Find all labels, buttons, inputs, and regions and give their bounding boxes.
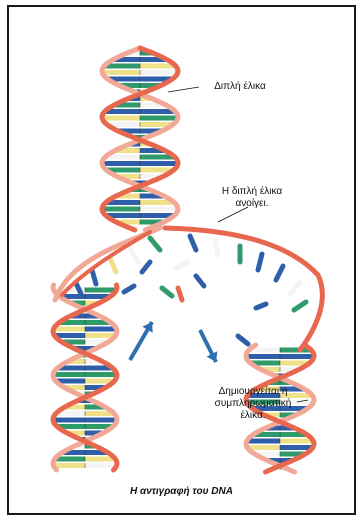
free-nucleotide — [142, 262, 150, 272]
free-nucleotide — [162, 288, 172, 296]
exposed-base-right — [215, 240, 218, 255]
free-nucleotide — [178, 288, 182, 300]
exposed-base-right — [258, 254, 262, 270]
left-daughter-helix-backbone-red — [53, 285, 117, 470]
label-complementary-line3: έλικα. — [208, 410, 298, 422]
exposed-base-left — [130, 248, 138, 262]
exposed-base-left — [110, 258, 116, 272]
label-double-helix: Διπλή έλικα — [200, 81, 280, 93]
replication-arrows — [130, 322, 217, 362]
exposed-base-left — [150, 238, 160, 250]
exposed-base-right — [290, 282, 300, 294]
label-helix-opens-line2: ανοίγει. — [212, 198, 292, 210]
exposed-base-right — [190, 236, 196, 250]
exposed-base-left — [92, 270, 96, 284]
exposed-base-right — [276, 266, 283, 280]
exposed-base-right — [294, 302, 306, 310]
free-nucleotide — [196, 276, 204, 286]
figure-caption: Η αντιγραφή του DNA — [0, 486, 363, 497]
free-nucleotide — [256, 304, 266, 308]
free-nucleotide — [238, 336, 248, 344]
free-nucleotide — [176, 262, 188, 268]
label-helix-opens-line1: Η διπλή έλικα — [212, 186, 292, 198]
fork-strand-right — [165, 228, 322, 350]
leader-double-helix — [168, 87, 199, 92]
label-complementary-line2: συμπληρωματική — [208, 398, 298, 410]
label-complementary-line1: Δημιουργείται η — [208, 386, 298, 398]
free-nucleotide — [124, 286, 134, 292]
